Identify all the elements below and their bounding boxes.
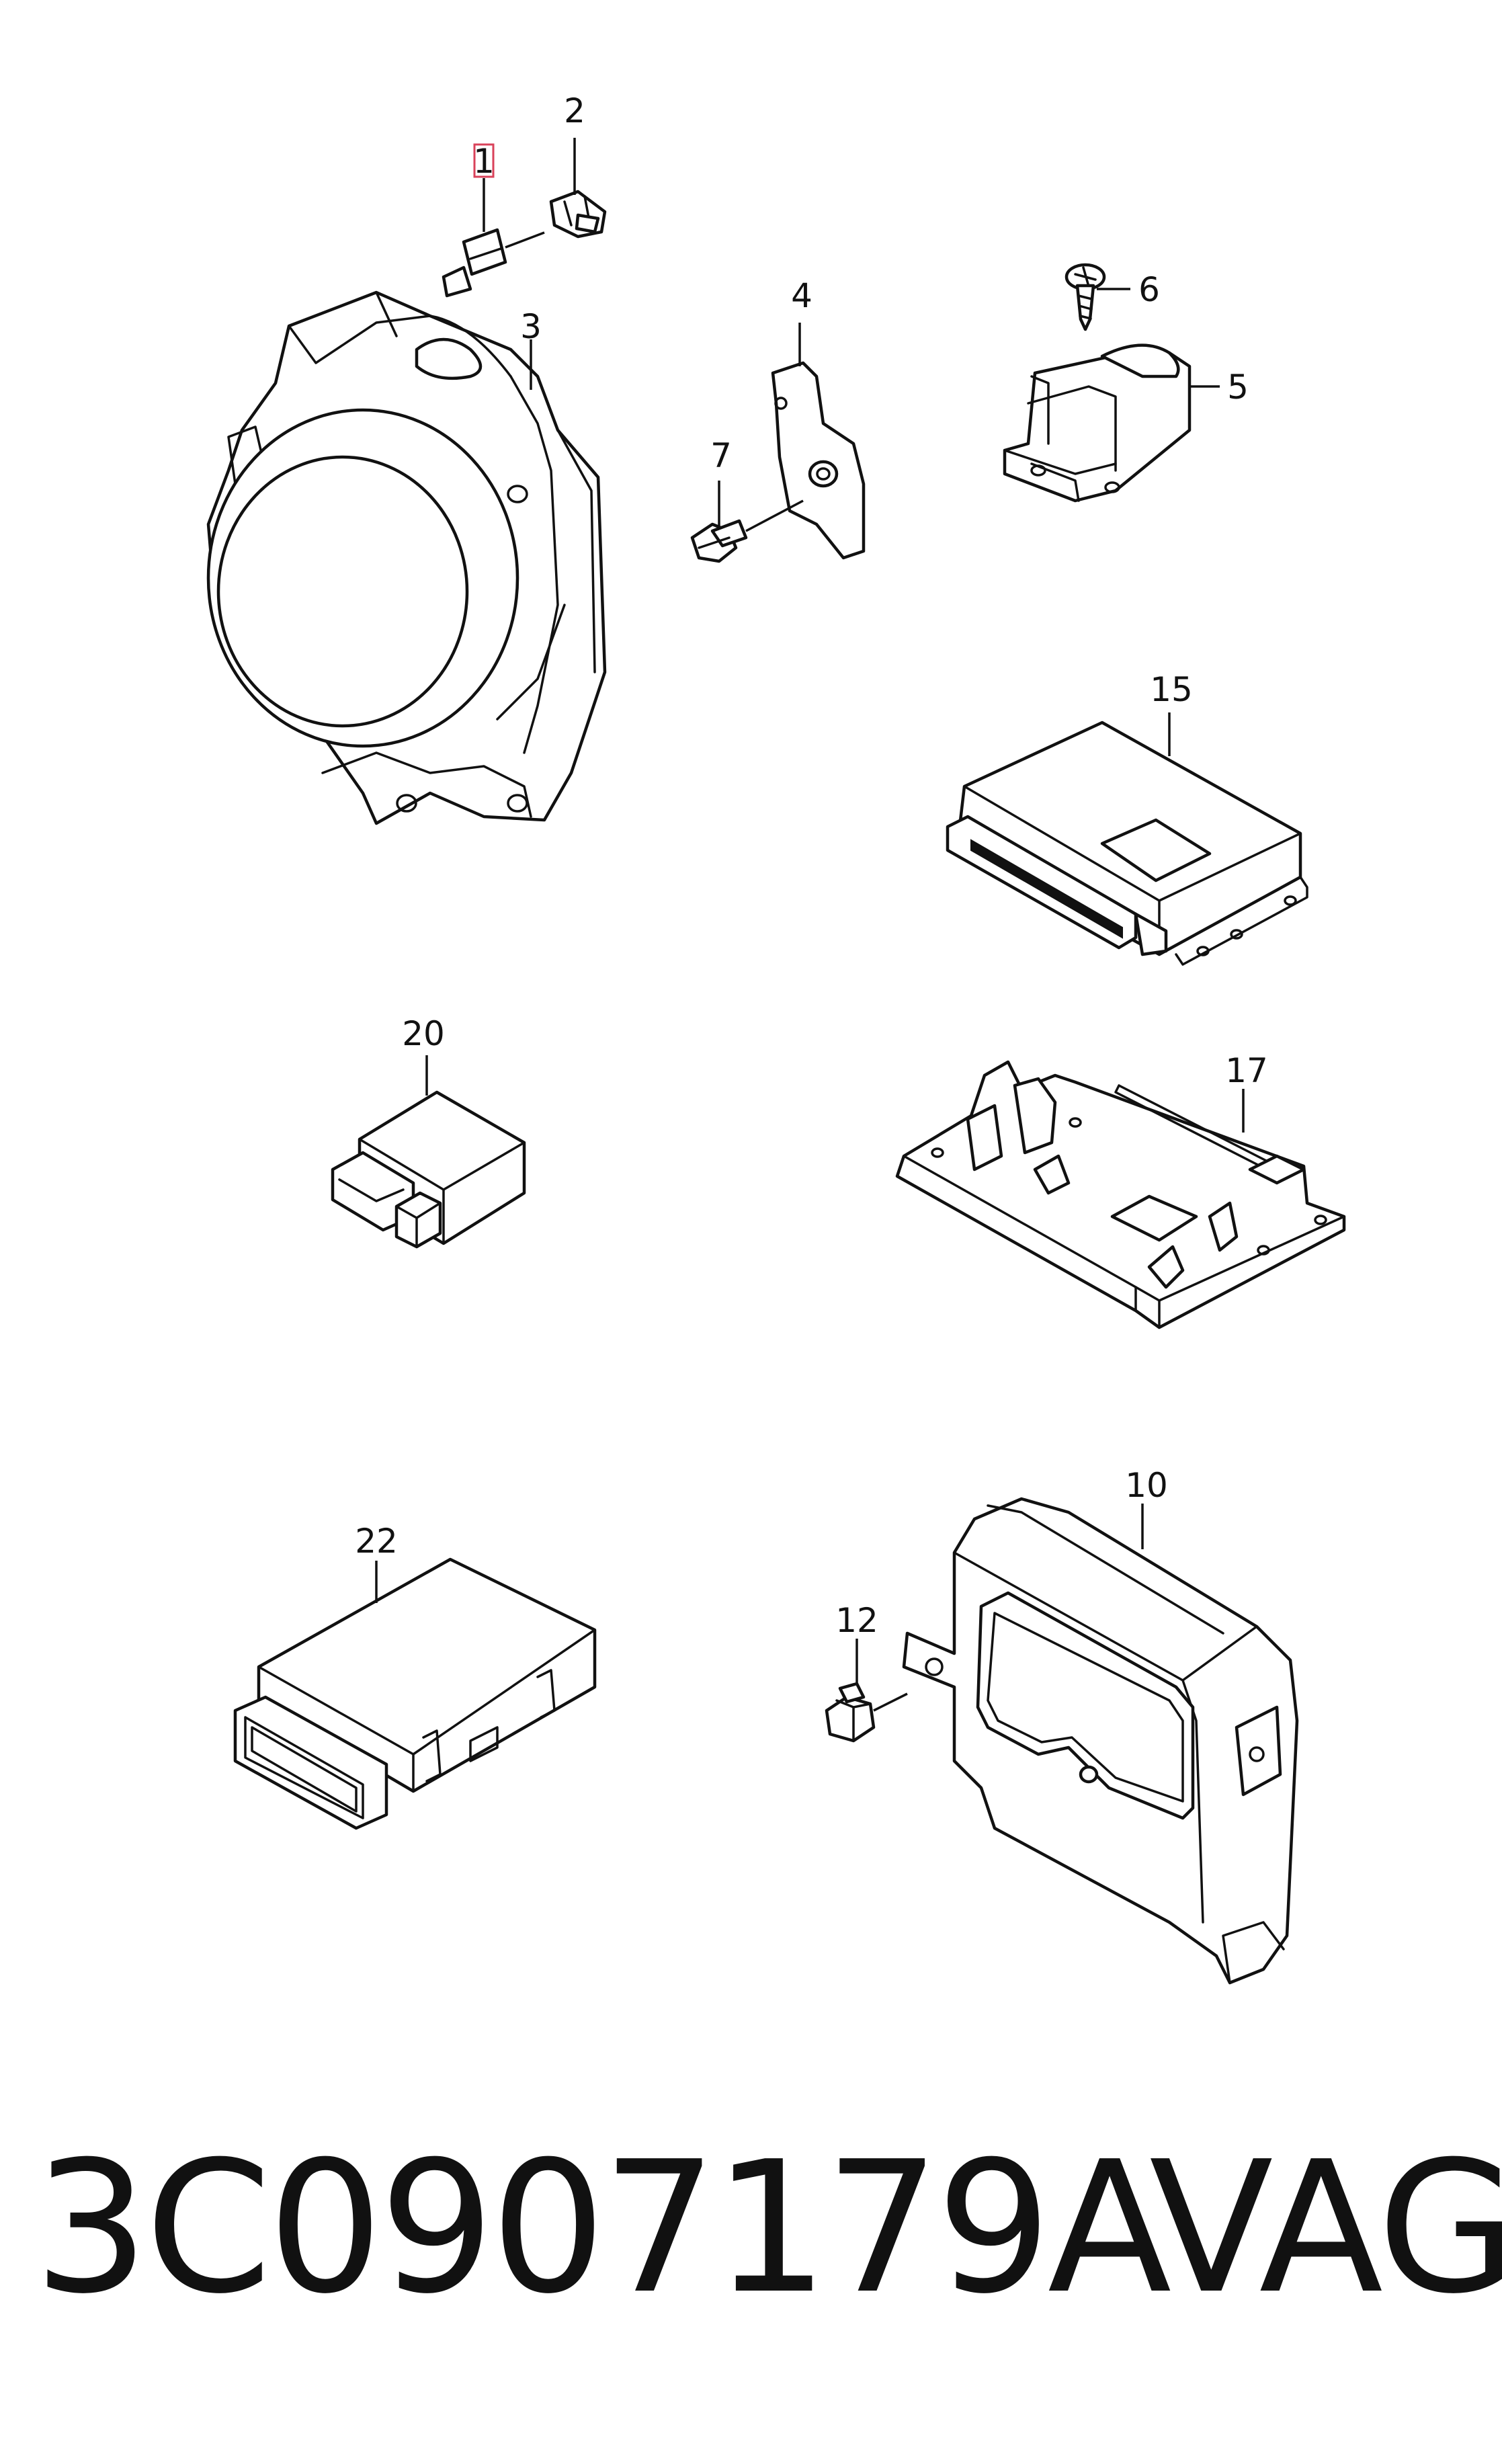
highlight-box-callout-1 [473,143,495,178]
part-7-bolt [690,499,804,563]
callout-15[interactable]: 15 [1150,670,1193,709]
callout-5[interactable]: 5 [1227,368,1249,407]
callout-3[interactable]: 3 [520,307,542,346]
callout-20[interactable]: 20 [402,1014,445,1053]
brand-name: VAG [1149,2122,1502,2334]
callout-4[interactable]: 4 [791,276,812,315]
part-2-clip [549,190,607,239]
callout-6[interactable]: 6 [1138,270,1160,309]
part-10-ecu-housing [902,1497,1299,1985]
callout-labels: 1 2 3 4 5 6 7 15 17 20 22 12 10 [355,91,1268,1640]
part-12-nut [825,1682,908,1743]
footer-caption: 3C0907179A VAG [34,2117,1502,2339]
callout-2[interactable]: 2 [564,91,585,130]
callout-1[interactable]: 1 [473,142,495,181]
part-20-relay [331,1090,526,1249]
part-22-control-unit [233,1557,597,1830]
part-17-tray [895,1060,1346,1329]
callout-22[interactable]: 22 [355,1522,398,1561]
part-6-screw [1065,263,1106,331]
part-1-sensor-pin [442,228,545,298]
callout-12[interactable]: 12 [835,1601,878,1640]
part-15-control-module [946,721,1308,966]
leader-lines [375,138,1245,1684]
callout-10[interactable]: 10 [1125,1466,1168,1505]
part-number: 3C0907179A [34,2122,1171,2334]
part-5-sensor-block [1003,343,1192,503]
callout-17[interactable]: 17 [1225,1051,1268,1090]
part-3-housing [206,290,607,825]
part-4-bracket [771,361,866,560]
callout-7[interactable]: 7 [710,436,732,475]
